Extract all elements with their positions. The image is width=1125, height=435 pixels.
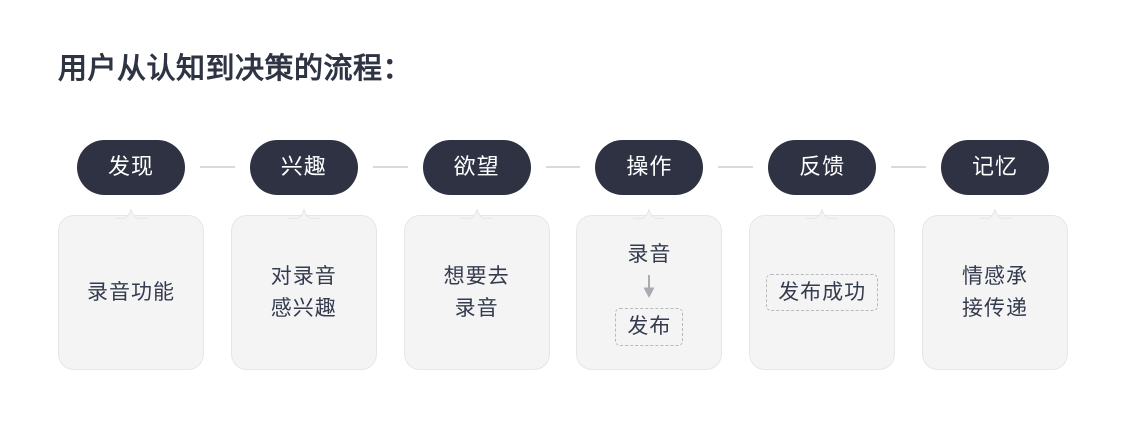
card-content: 想要去 录音 [444,261,510,325]
stage-cell-5: 记忆 [922,138,1068,196]
stage-pill-memory[interactable]: 记忆 [940,139,1049,195]
stage-cell-1: 兴趣 [231,138,377,196]
card-content: 录音 发布 [615,239,684,346]
connector-4-5 [891,166,926,168]
card-notch-icon [977,207,1012,219]
card-notch-icon [114,207,148,219]
card-line: 情感承 [961,264,1028,288]
stage-cell-2: 欲望 [404,138,550,196]
card-line: 录音功能 [87,280,175,304]
card-content: 对录音 感兴趣 [271,261,337,325]
card-notch-icon [632,207,667,219]
stage-cell-3: 操作 [576,138,722,196]
card-content: 录音功能 [87,277,175,309]
card-line: 接传递 [961,296,1028,320]
stage-pill-desire[interactable]: 欲望 [422,139,531,195]
detail-card-action[interactable]: 录音 发布 [576,208,723,370]
detail-card-discover[interactable]: 录音功能 [58,208,204,370]
card-line: 对录音 [270,264,337,288]
flow-diagram: 发现 兴趣 欲望 操作 反馈 记忆 [58,138,1068,378]
dashed-label-publish: 发布 [615,308,684,346]
page-title: 用户从认知到决策的流程： [58,53,413,85]
card-notch-icon [286,207,321,219]
connector-0-1 [200,166,235,168]
card-notch-icon [459,207,494,219]
card-notch-icon [805,207,840,219]
stage-pill-row: 发现 兴趣 欲望 操作 反馈 记忆 [58,138,1068,196]
detail-card-feedback[interactable]: 发布成功 [749,208,896,370]
detail-card-desire[interactable]: 想要去 录音 [403,208,550,370]
detail-card-interest[interactable]: 对录音 感兴趣 [230,208,377,370]
arrow-down-icon [641,274,657,304]
detail-card-row: 录音功能 对录音 感兴趣 [58,208,1068,373]
stage-cell-0: 发现 [58,138,204,196]
dashed-label-publish-success: 发布成功 [766,273,879,312]
stage-pill-action[interactable]: 操作 [595,139,704,195]
card-line: 想要去 [443,264,510,288]
stage-pill-feedback[interactable]: 反馈 [768,139,877,195]
connector-3-4 [718,166,754,168]
connector-2-3 [545,166,581,168]
card-line: 录音 [454,296,499,320]
card-content: 情感承 接传递 [962,261,1028,325]
connector-1-2 [372,166,408,168]
card-line: 录音 [627,243,672,267]
card-content: 发布成功 [766,273,879,312]
stage-pill-interest[interactable]: 兴趣 [249,139,358,195]
detail-card-memory[interactable]: 情感承 接传递 [921,208,1068,370]
card-line: 感兴趣 [270,296,337,320]
stage-pill-discover[interactable]: 发现 [77,139,185,195]
stage-cell-4: 反馈 [749,138,895,196]
